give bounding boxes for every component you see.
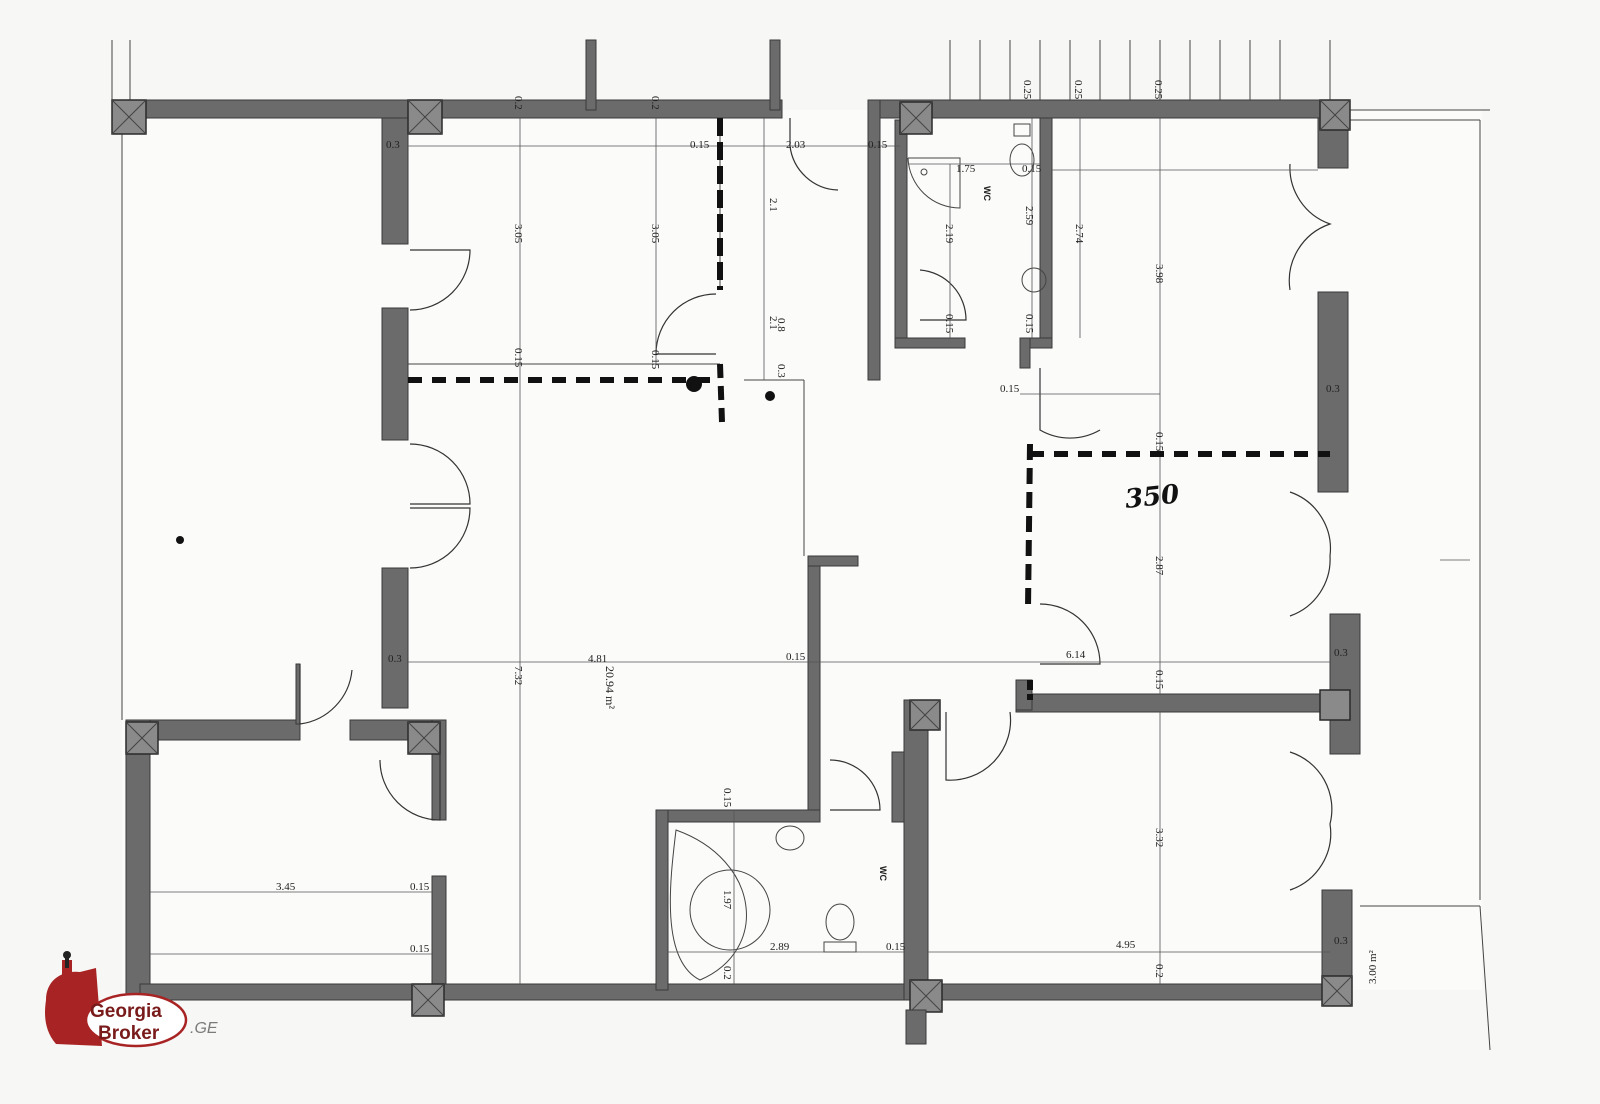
dim-label: 0.2	[512, 96, 524, 110]
dim-label: 2.03	[786, 139, 806, 151]
logo-suffix: .GE	[190, 1020, 218, 1037]
dim-label: 0.15	[1023, 314, 1035, 334]
dim-label: 0.15	[721, 788, 733, 808]
dim-label: 0.15	[1153, 670, 1165, 690]
handwritten-annotation: 350	[1124, 479, 1181, 515]
dim-label: 2.89	[770, 941, 790, 953]
dim-label: 0.15	[410, 881, 430, 893]
dim-label: 0.15	[1153, 432, 1165, 452]
dimension-lines	[150, 118, 1470, 984]
marker-annotations	[176, 118, 1330, 700]
logo-line-1: Georgia	[90, 1001, 162, 1022]
dim-label: 3.32	[1153, 828, 1165, 847]
dim-label: 20.94 m²	[603, 666, 617, 709]
dim-label: 4.81	[588, 653, 607, 665]
dim-label: 0.3	[775, 364, 787, 378]
dim-label: 0.8	[775, 318, 787, 332]
dim-label: 0.15	[1022, 163, 1042, 175]
dim-label: 0.15	[410, 943, 430, 955]
dim-label: 3.05	[512, 224, 524, 244]
dim-label: 0.2	[721, 966, 733, 980]
dimension-labels: 0.2 0.2 0.25 0.25 0.25 0.3 0.15 2.03 0.1…	[276, 80, 1379, 984]
dim-label: 0.15	[868, 139, 888, 151]
dim-label: 0.15	[1000, 383, 1020, 395]
dim-label: 0.15	[886, 941, 906, 953]
plan-area	[122, 110, 1482, 990]
dim-label: 2.19	[943, 224, 955, 244]
dim-label: 0.2	[649, 96, 661, 110]
georgia-broker-logo: Georgia Broker .GE	[45, 951, 218, 1048]
pillars	[111, 99, 1353, 1045]
dim-label: 0.15	[943, 314, 955, 334]
balcony-lines	[111, 40, 1491, 1051]
dim-label: 2.87	[1153, 556, 1165, 576]
dim-label: 0.3	[386, 139, 400, 151]
doors	[299, 118, 1333, 891]
walls	[111, 39, 1361, 1001]
dim-label: 0.3	[1326, 383, 1340, 395]
bathroom-fixtures	[669, 123, 1047, 981]
dim-label: 0.25	[1152, 80, 1164, 100]
dim-label: 2.1	[767, 198, 779, 212]
dim-label: 3.98	[1153, 264, 1165, 284]
dim-label: 0.3	[1334, 935, 1348, 947]
dim-label: 0.2	[1153, 964, 1165, 978]
dim-label: 0.3	[388, 653, 402, 665]
dim-label: 4.95	[1116, 939, 1136, 951]
dim-label: 0.15	[690, 139, 710, 151]
dim-label: 2.59	[1023, 206, 1035, 226]
dim-label: 3.00 m²	[1367, 949, 1379, 984]
dim-label: 6.14	[1066, 649, 1086, 661]
logo-line-2: Broker	[98, 1023, 160, 1044]
dim-label: 0.25	[1021, 80, 1033, 100]
dim-label: 1.97	[721, 890, 733, 910]
dim-label: 2.74	[1073, 224, 1085, 244]
dim-label: 1.75	[956, 163, 976, 175]
dim-label: 0.15	[786, 651, 806, 663]
logo-badge	[84, 992, 188, 1048]
wc-label-top: WC	[982, 186, 992, 201]
wc-label-bottom: WC	[878, 866, 888, 881]
dim-label: 0.3	[1334, 647, 1348, 659]
dim-label: 0.25	[1072, 80, 1084, 100]
dim-label: 3.05	[649, 224, 661, 244]
logo-person-icon	[63, 951, 71, 959]
dim-label: 0.15	[649, 350, 661, 370]
dim-label: 2.1	[767, 316, 779, 330]
dim-label: 0.15	[512, 348, 524, 368]
dim-label: 7.32	[512, 666, 524, 685]
dim-label: 3.45	[276, 881, 296, 893]
